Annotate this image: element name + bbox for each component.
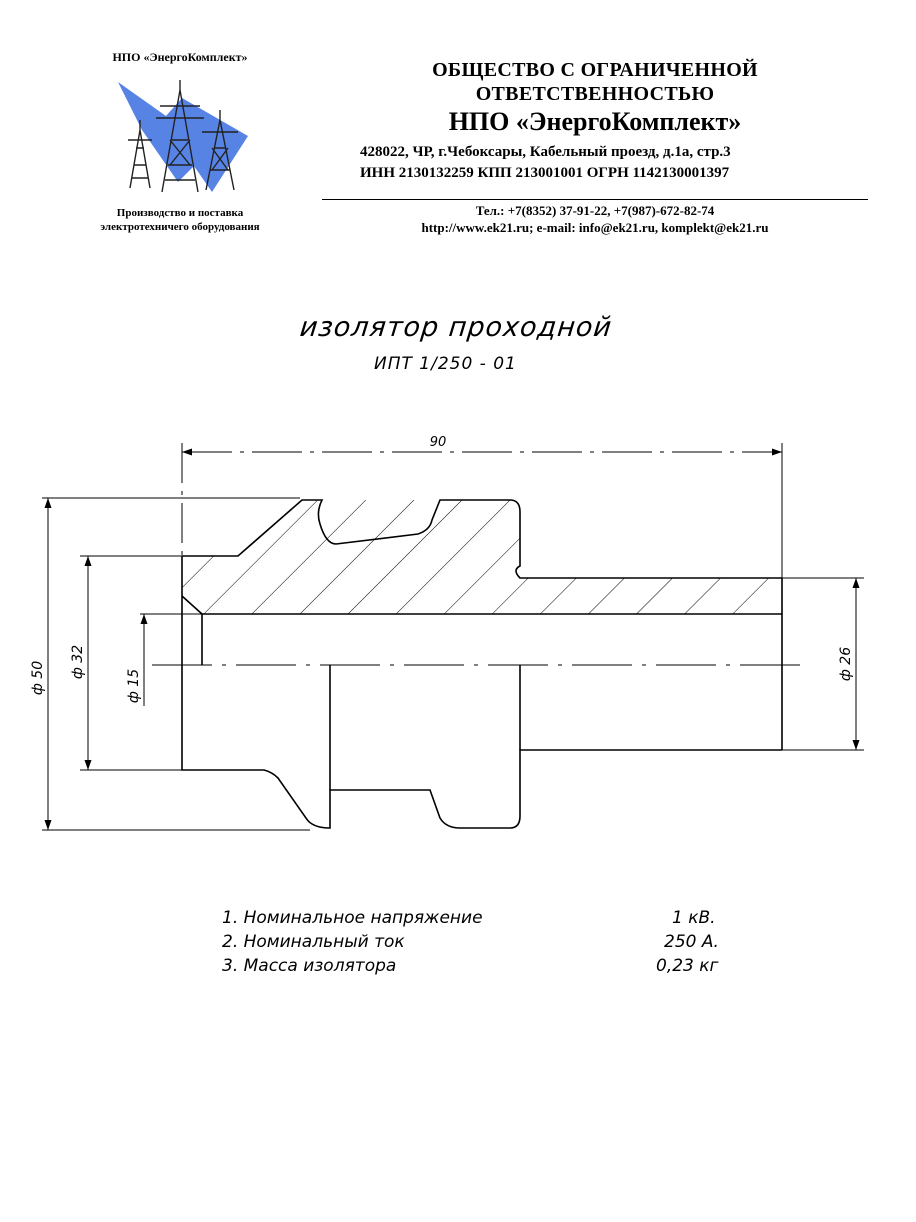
spec-list: 1. Номинальное напряжение 1 кВ. 2. Номин… <box>222 906 742 978</box>
drawing-model: ИПТ 1/250 - 01 <box>374 354 517 374</box>
spec-row: 2. Номинальный ток 250 А. <box>222 930 742 954</box>
company-legal-form-line-1: ОБЩЕСТВО С ОГРАНИЧЕННОЙ <box>432 59 758 81</box>
contact-web-email: http://www.ek21.ru; e-mail: info@ek21.ru… <box>421 220 769 235</box>
spec-label: 3. Масса изолятора <box>222 956 397 976</box>
spec-value: 250 А. <box>664 932 719 952</box>
dim-length-label: 90 <box>430 435 447 450</box>
spec-label: 1. Номинальное напряжение <box>222 908 483 928</box>
contacts: Тел.: +7(8352) 37-91-22, +7(987)-672-82-… <box>322 202 868 236</box>
spec-value: 0,23 кг <box>656 956 719 976</box>
company-legal-form-line-2: ОТВЕТСТВЕННОСТЬЮ <box>475 83 715 105</box>
company-name: НПО «ЭнергоКомплект» <box>448 107 742 136</box>
company-registration: ИНН 2130132259 КПП 213001001 ОГРН 114213… <box>360 165 730 181</box>
logo-tagline: Производство и поставка электротехничего… <box>60 206 300 234</box>
dim-outer-dia-label: ф 50 <box>30 661 46 695</box>
insulator-outline <box>181 499 783 829</box>
hatched-section <box>182 500 782 614</box>
company-address: 428022, ЧР, г.Чебоксары, Кабельный проез… <box>360 144 731 160</box>
company-logo-icon <box>118 80 248 193</box>
spec-label: 2. Номинальный ток <box>222 932 405 952</box>
company-header: ОБЩЕСТВО С ОГРАНИЧЕННОЙ ОТВЕТСТВЕННОСТЬЮ… <box>330 58 860 138</box>
logo-tagline-line-2: электротехничего оборудования <box>100 221 260 233</box>
dim-stem-dia-label: ф 26 <box>838 647 854 681</box>
spec-row: 1. Номинальное напряжение 1 кВ. <box>222 906 742 930</box>
logo-caption: НПО «ЭнергоКомплект» <box>112 50 248 64</box>
contact-phones: Тел.: +7(8352) 37-91-22, +7(987)-672-82-… <box>475 203 715 218</box>
spec-row: 3. Масса изолятора 0,23 кг <box>222 954 742 978</box>
header-divider <box>322 199 868 200</box>
spec-value: 1 кВ. <box>672 908 716 928</box>
dim-flange-dia-label: ф 32 <box>70 645 86 679</box>
logo-tagline-line-1: Производство и поставка <box>116 207 244 219</box>
dim-bore-dia-label: ф 15 <box>126 669 142 703</box>
